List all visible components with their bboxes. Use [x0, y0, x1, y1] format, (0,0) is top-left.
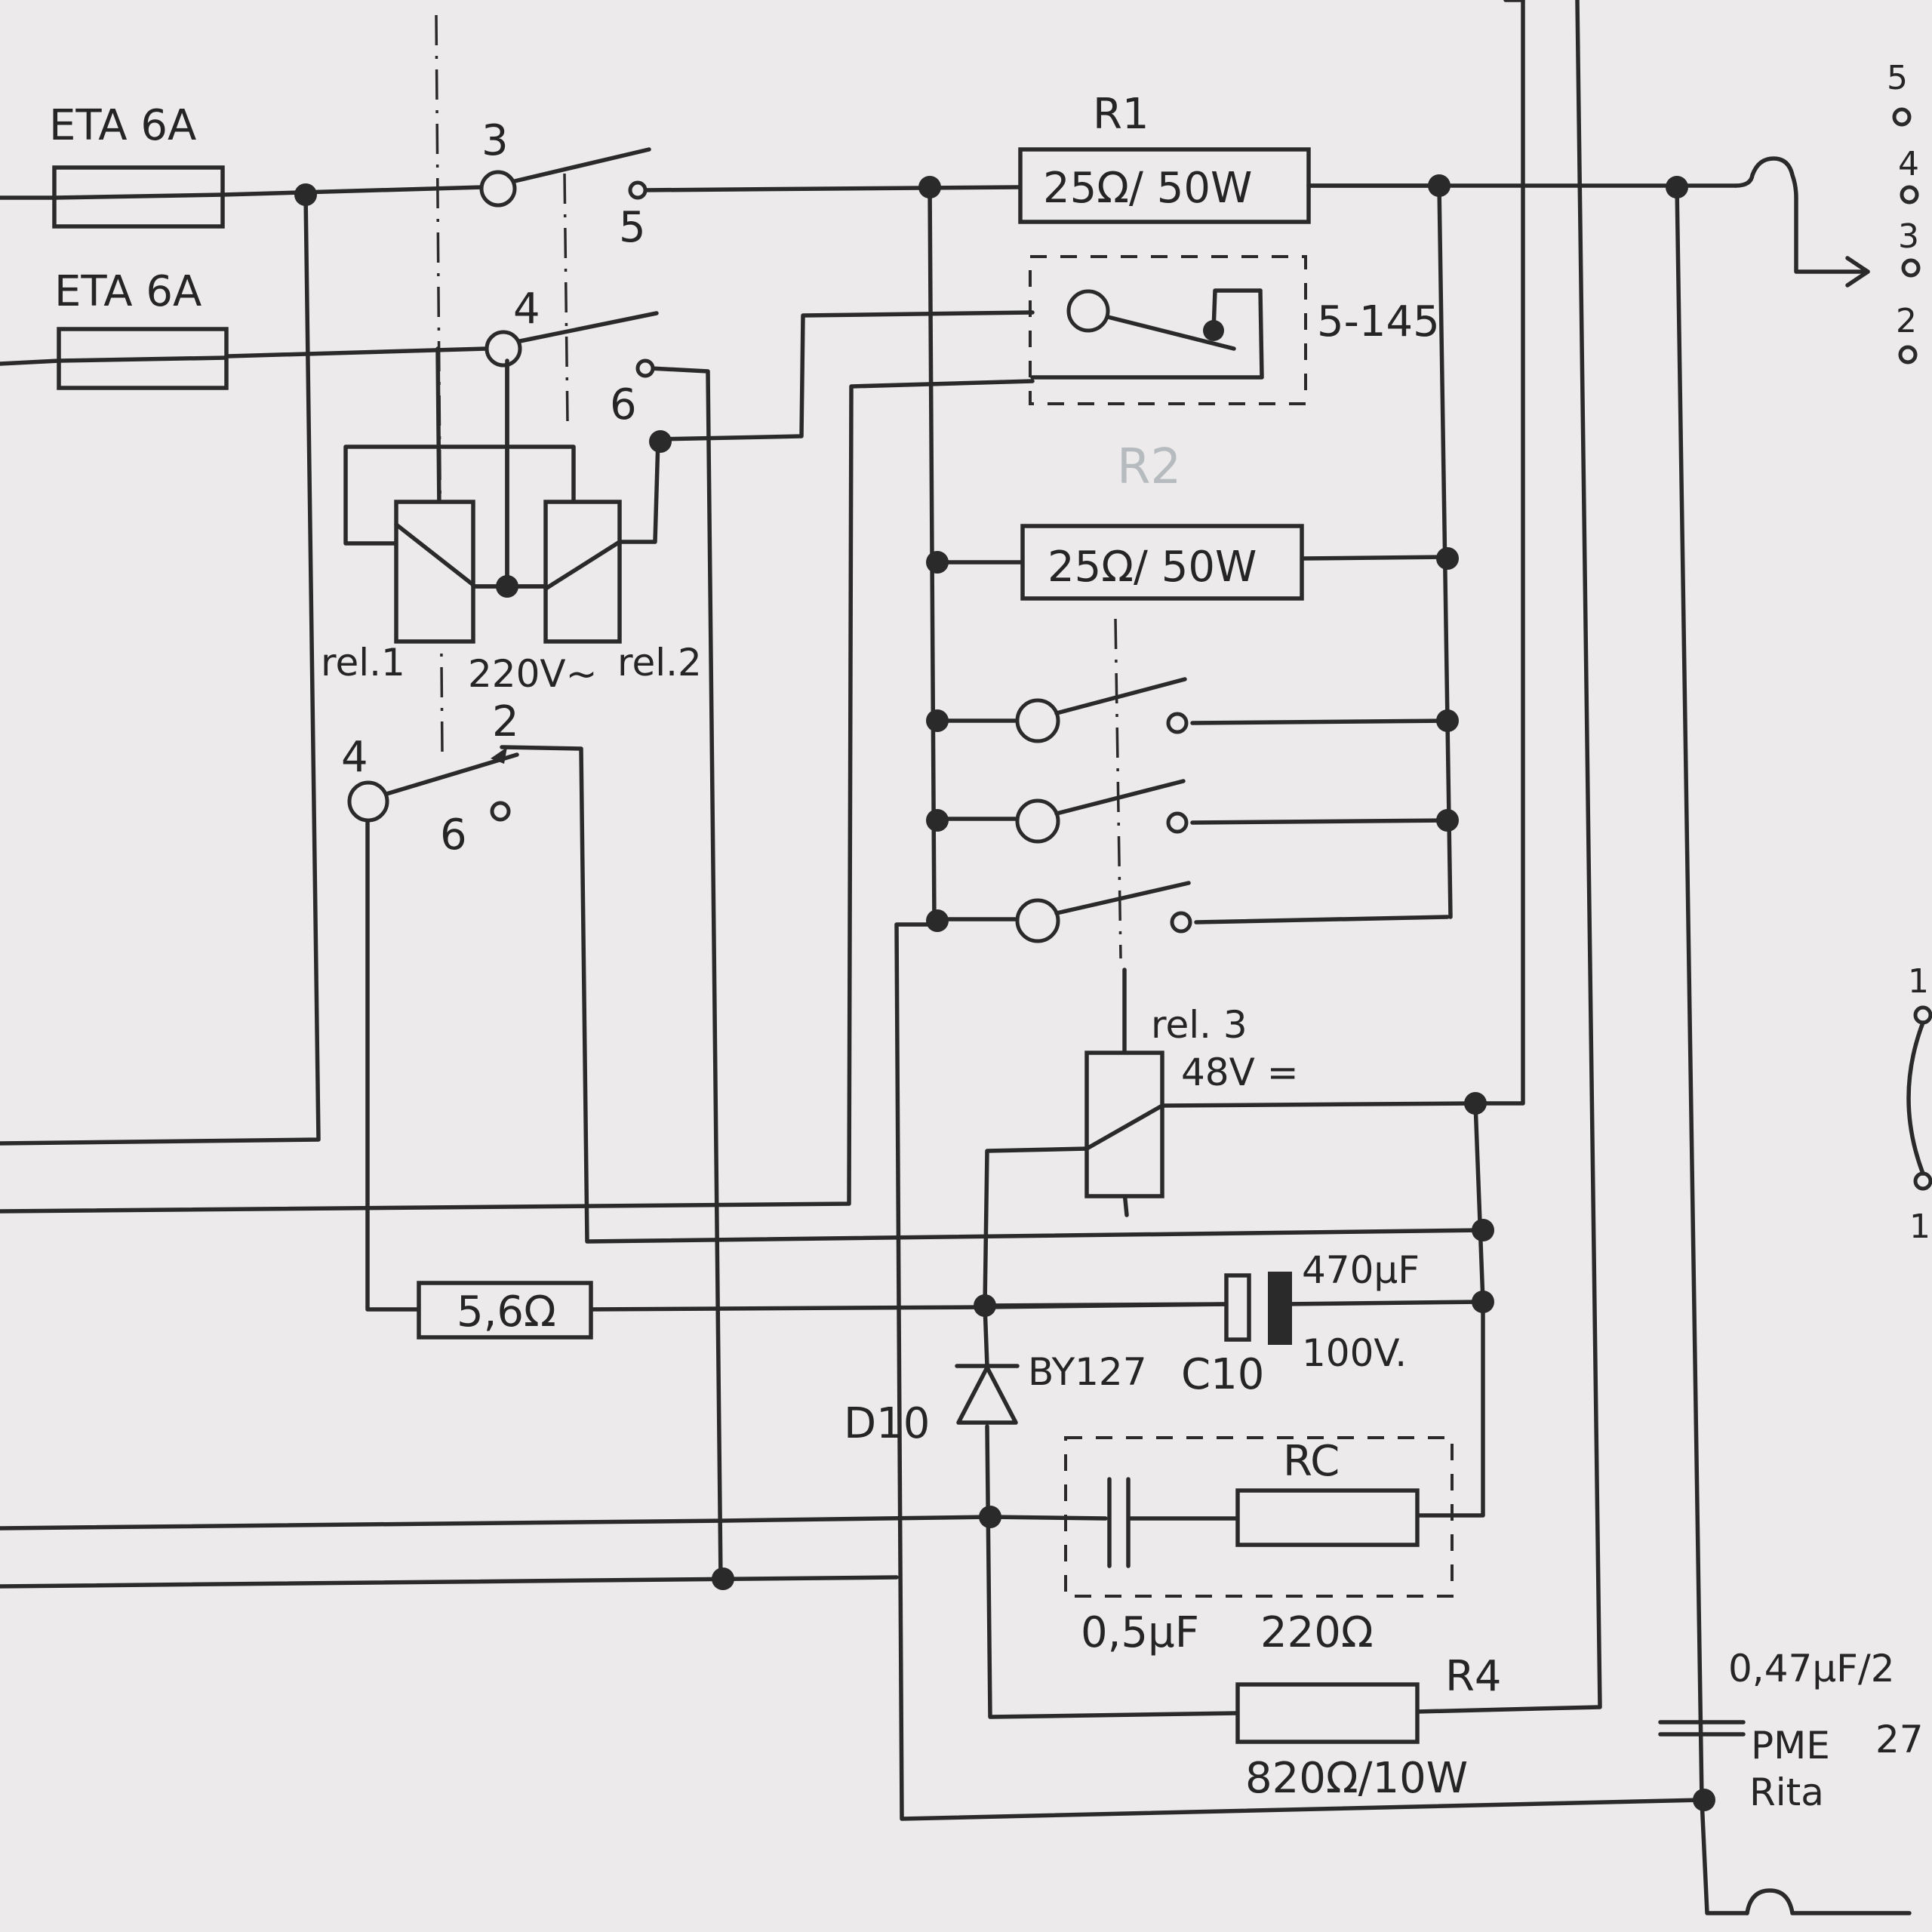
rel3-voltage: 48V = [1181, 1051, 1299, 1094]
fuse-1-label: ETA 6A [49, 101, 196, 150]
connector-5: 5 [1887, 59, 1908, 97]
cap-right-value: 0,47μF/2 [1728, 1647, 1895, 1690]
rc-cap-value: 0,5μF [1081, 1608, 1199, 1657]
connector-1b: 1 [1909, 1208, 1930, 1246]
relay-voltage-label: 220V~ [468, 652, 598, 696]
resistor-5-6-label: 5,6Ω [457, 1287, 556, 1337]
resistor-r2 [1020, 524, 1304, 601]
r2-value: 25Ω/ 50W [1048, 543, 1257, 592]
switch-c-pin-nc: 2 [492, 697, 519, 746]
thermostat-label: 5-145 [1317, 297, 1440, 346]
relay-1-coil [394, 500, 475, 644]
rel2-label: rel.2 [617, 641, 702, 685]
c10-value: 470μF [1302, 1248, 1420, 1292]
switch-c-pin-no: 6 [440, 811, 467, 860]
d10-name: D10 [844, 1399, 930, 1448]
switch-b [485, 311, 659, 378]
capacitor-0-47 [1658, 1720, 1746, 1737]
r4-value: 820Ω/10W [1245, 1754, 1468, 1803]
switch-a-pin-out: 5 [619, 203, 646, 252]
switch-a-pin-in: 3 [481, 116, 509, 165]
rita-label: Rita [1749, 1770, 1824, 1814]
capacitor-c10 [1224, 1272, 1292, 1345]
connector-terminals [1892, 107, 1932, 1191]
thermostat-switch [1066, 288, 1263, 351]
connector-4: 4 [1898, 145, 1919, 183]
pme-number: 27 [1875, 1718, 1924, 1761]
c10-name: C10 [1181, 1350, 1264, 1399]
r1-value: 25Ω/ 50W [1043, 164, 1252, 213]
resistor-5-6-ohm [417, 1281, 593, 1340]
switch-b-pin-in: 4 [513, 285, 540, 334]
connector-1a: 1 [1908, 962, 1929, 1001]
switch-a [479, 147, 651, 208]
pencil-note: R2 [1117, 439, 1181, 495]
r1-name: R1 [1093, 90, 1149, 139]
d10-type: BY127 [1028, 1350, 1147, 1394]
fuse-2-label: ETA 6A [54, 267, 202, 316]
switch-c [347, 747, 519, 823]
relay-3-contacts [1015, 677, 1192, 943]
rc-name: RC [1283, 1437, 1340, 1486]
resistor-r4 [1235, 1682, 1420, 1744]
junction-dots [294, 174, 1715, 1811]
resistor-r1 [1018, 147, 1311, 224]
connector-2: 2 [1896, 302, 1917, 340]
switch-c-pin-in: 4 [341, 733, 368, 782]
diode-d10 [955, 1364, 1020, 1425]
switch-b-pin-out: 6 [610, 380, 637, 429]
rel1-label: rel.1 [321, 641, 405, 685]
rc-enclosure [1064, 1436, 1454, 1598]
relay-2-coil [543, 500, 622, 644]
relay-3-coil [1084, 1051, 1164, 1198]
connector-3: 3 [1898, 217, 1919, 256]
rc-res-value: 220Ω [1260, 1608, 1374, 1657]
rc-snubber [1107, 1477, 1420, 1568]
c10-voltage: 100V. [1302, 1331, 1407, 1375]
r4-name: R4 [1445, 1652, 1502, 1701]
rel3-label: rel. 3 [1151, 1003, 1247, 1047]
pme-label: PME [1751, 1724, 1830, 1767]
